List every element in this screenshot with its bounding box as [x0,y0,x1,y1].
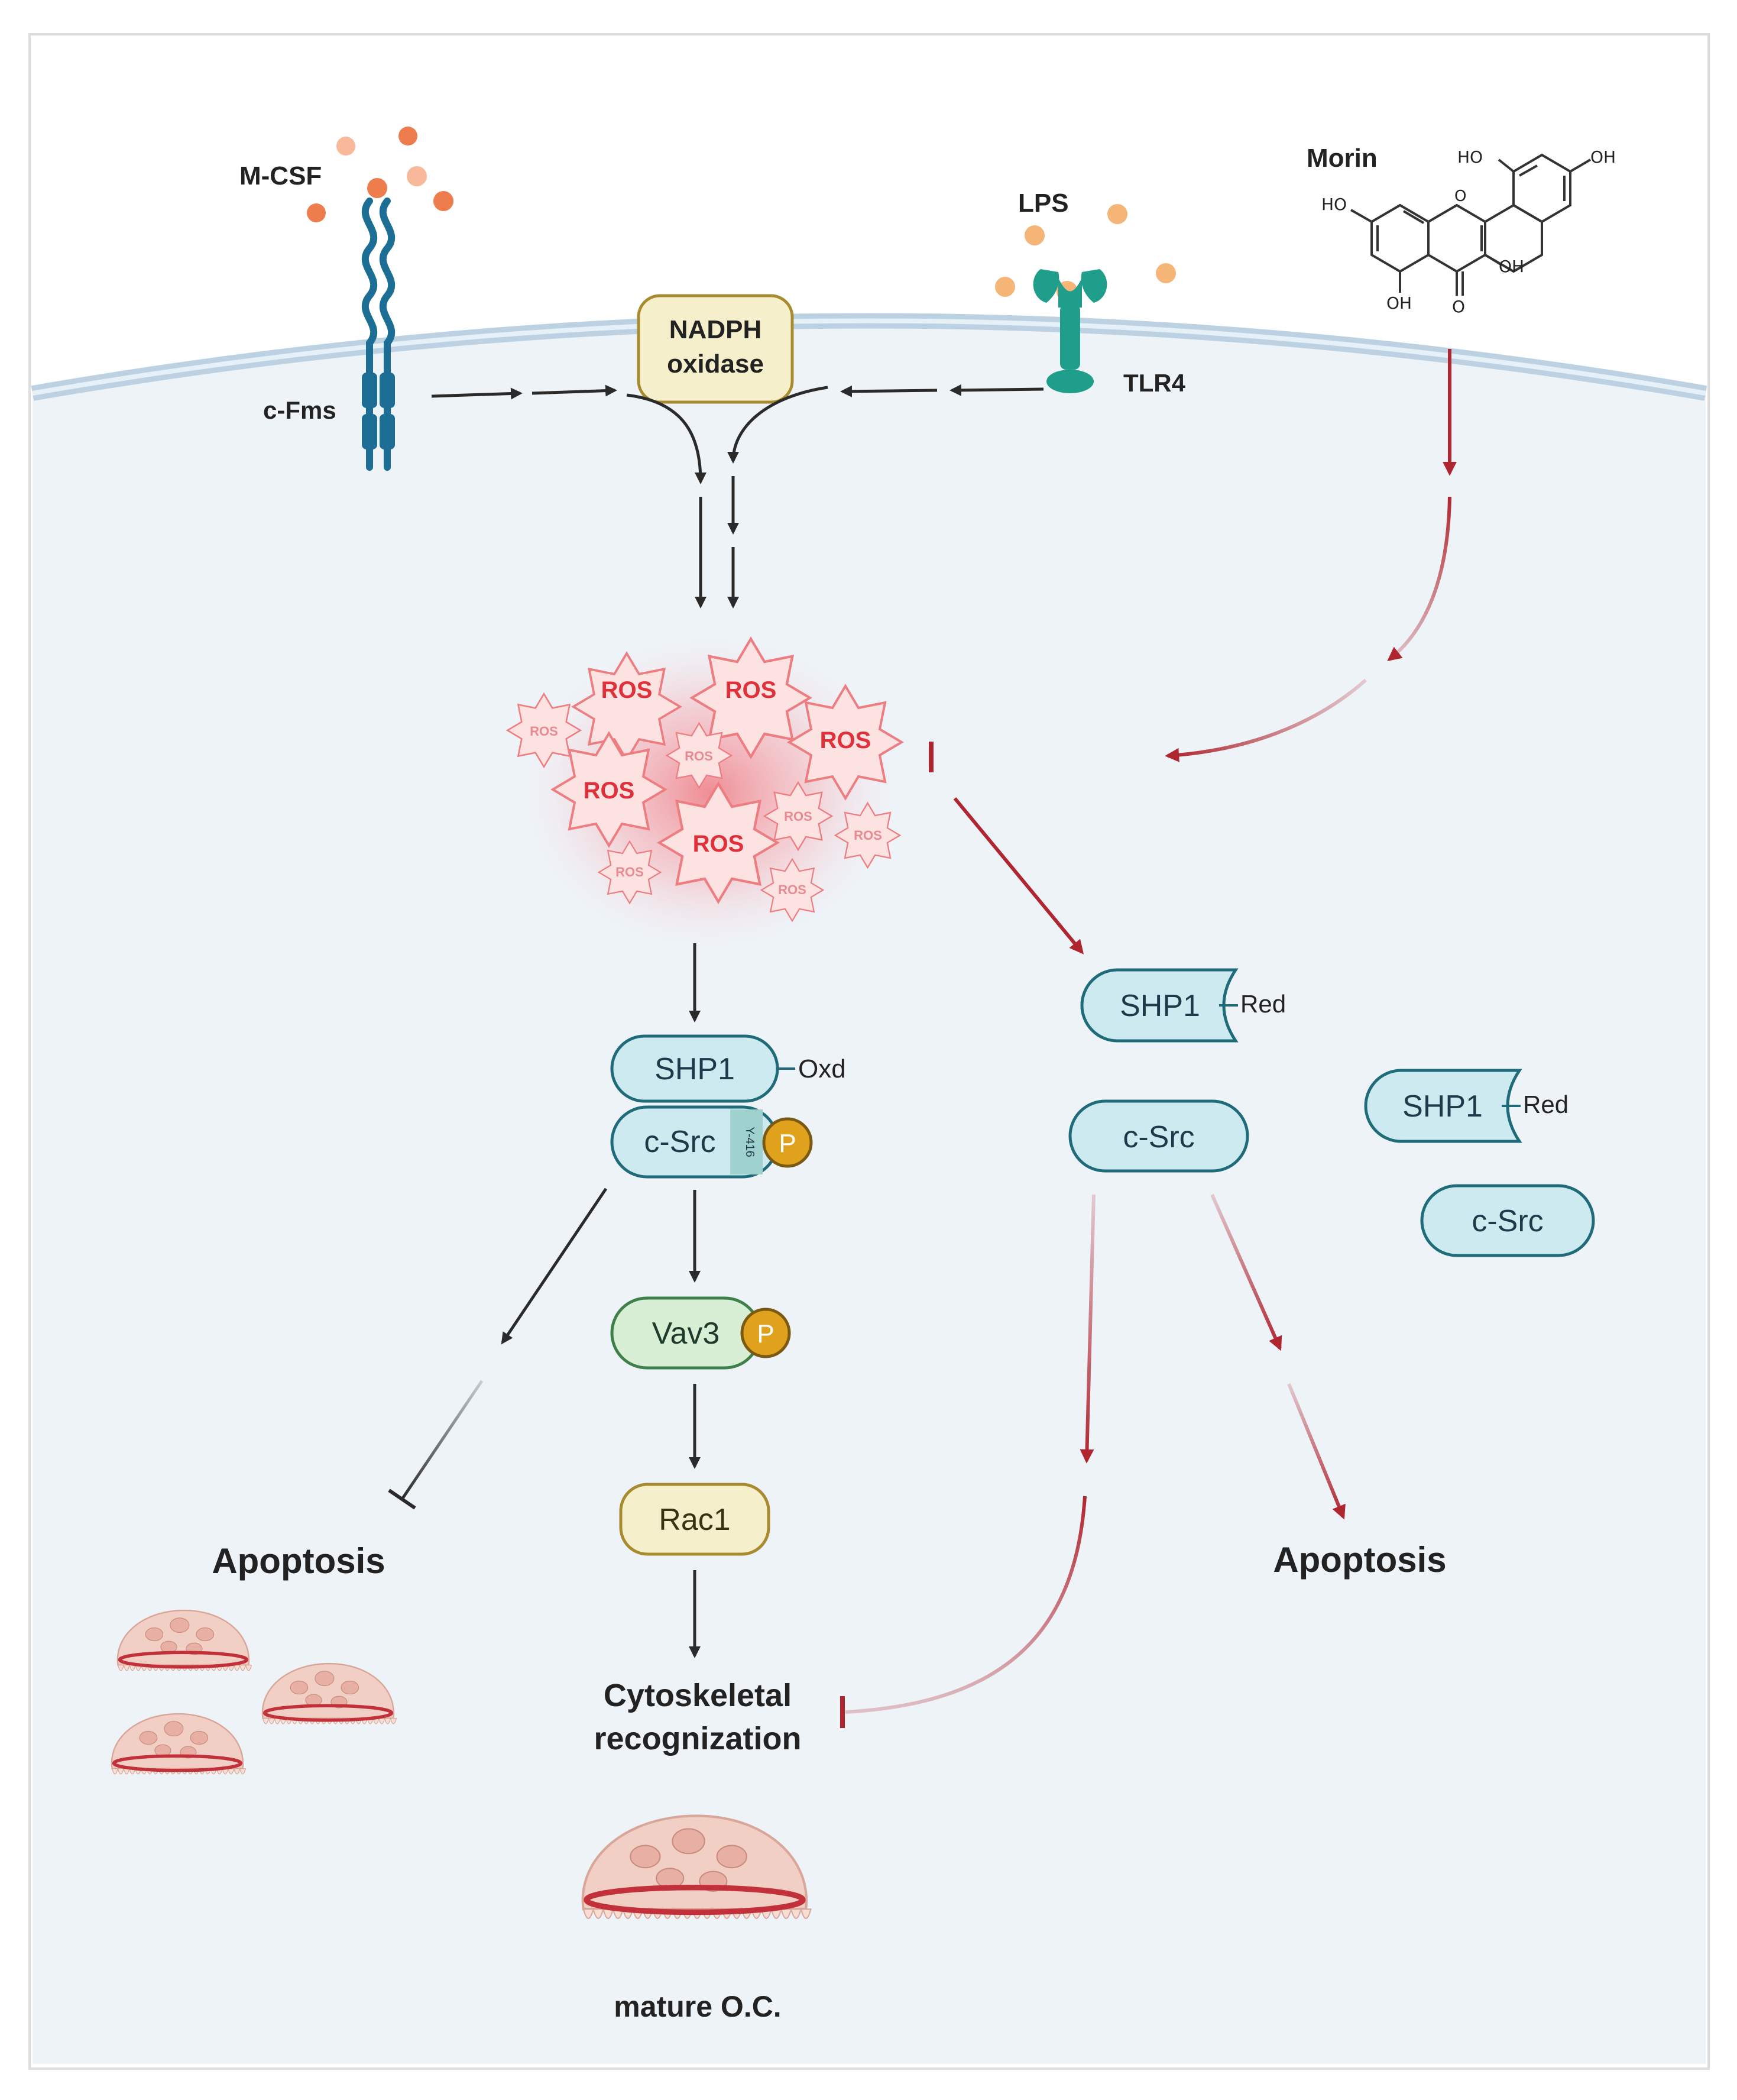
arrow-nadph-curve-right [727,386,828,464]
arrow-morin-left [1165,678,1367,762]
arrow-csrc-mid-down [1080,1194,1096,1464]
vav3-phospho-badge [740,1308,791,1358]
red-label-mid: Red [1240,990,1286,1018]
morin-o-keto: O [1452,297,1465,316]
rac1-pill [619,1483,770,1556]
ros-label-4: ROS [584,778,635,804]
nadph-label-line1: NADPH [669,315,761,344]
cell-membrane-inner [32,318,1706,396]
morin-structure [1350,153,1592,296]
ros-label-small-5: ROS [615,865,644,879]
arrow-csrc-left [501,1187,608,1345]
morin-oh-bottom: OH [1386,293,1412,313]
nadph-oxidase-box [637,294,794,404]
ros-label-3: ROS [820,727,871,753]
arrow-tlr4-2 [840,385,938,397]
morin-label: Morin [1307,144,1378,173]
csrc-phospho-badge [762,1117,813,1168]
arrow-ros-to-shp1-red [953,797,1084,954]
mcsf-ligands [307,127,453,222]
shp1-red-label-right: SHP1 [1402,1089,1483,1124]
lps-label: LPS [1018,189,1069,218]
cfms-label: c-Fms [263,396,336,424]
vav3-label: Vav3 [652,1316,720,1351]
csrc-pill-mid [1068,1099,1249,1173]
red-label-right: Red [1523,1091,1569,1118]
ros-label-small-2: ROS [685,749,713,763]
cyto-label-line1: Cytoskeletal [604,1678,792,1713]
ros-label-small-6: ROS [778,882,806,897]
ros-label-small-4: ROS [854,828,882,843]
mcsf-label: M-CSF [239,161,322,190]
arrow-cfms-2 [532,384,617,397]
vav3-phospho-p: P [757,1319,774,1348]
rac1-label: Rac1 [659,1503,730,1537]
csrc-phospho-label: c-Src [644,1125,715,1159]
morin-ho-left: HO [1321,195,1347,214]
y416-band [730,1109,763,1174]
arrow-cfms-1 [431,387,523,400]
arrow-csrc-apoptosis-1 [1210,1193,1282,1351]
inhibit-apoptosis-left-line [400,1380,484,1500]
tlr4-label: TLR4 [1123,369,1186,397]
inhibit-cyto-curve [845,1496,1087,1714]
nadph-label-line2: oxidase [667,350,764,378]
inhibit-apoptosis-left-bar [388,1489,416,1510]
ros-label-small-1: ROS [530,724,558,739]
mature-oc-label: mature O.C. [614,1990,781,2023]
morin-o-ring: O [1454,187,1466,205]
arrow-nadph-curve-left [626,393,707,484]
ros-label-small-3: ROS [784,809,812,824]
ros-label-5: ROS [693,831,744,857]
cell-cytoplasm [33,321,1706,2064]
cyto-label-line2: recognization [594,1721,801,1756]
oxd-label: Oxd [798,1054,846,1083]
apoptosis-right-label: Apoptosis [1273,1540,1446,1580]
arrow-morin-curve [1387,496,1451,661]
csrc-pill-right [1420,1184,1595,1257]
cfms-receptor [361,198,396,471]
y416-label: Y-416 [743,1127,756,1157]
ros-label-1: ROS [601,677,653,703]
figure-border [28,33,1710,2070]
csrc-phospho-p: P [779,1129,796,1158]
morin-ho-top: HO [1457,147,1483,167]
ros-labels: ROS ROS ROS ROS ROS ROS ROS ROS ROS ROS … [530,677,882,897]
morin-oh-top: OH [1590,147,1616,167]
shp1-red-label-mid: SHP1 [1120,989,1200,1023]
arrow-csrc-apoptosis-2 [1287,1383,1346,1520]
ros-label-2: ROS [725,677,777,703]
morin-oh-mid: OH [1499,257,1524,276]
arrow-tlr4-1 [949,384,1044,396]
cfms-transmembrane [362,373,395,449]
apoptosis-left-label: Apoptosis [212,1541,385,1581]
csrc-label-mid: c-Src [1123,1120,1194,1154]
shp1-oxd-label: SHP1 [654,1052,735,1086]
csrc-label-right: c-Src [1472,1204,1543,1238]
tlr4-receptor [1033,269,1107,393]
